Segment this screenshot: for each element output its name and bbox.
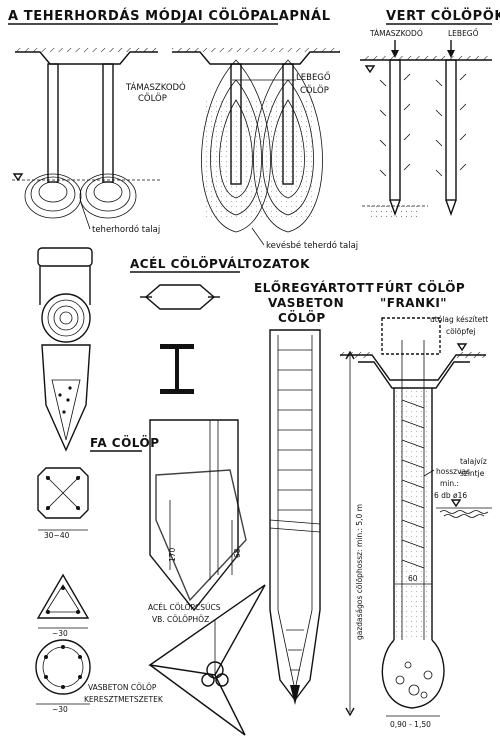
dim-triangle: ~30 [52,629,68,638]
precast-title-1: ELŐREGYÁRTOTT [254,280,374,295]
leader-bearing [79,199,91,230]
rebar-label-3: 6 db ø16 [434,491,467,500]
economic-length-label: gazdaságos cölöphossz: min.: 5,0 m [355,504,364,640]
precast-title-2: VASBETON [268,296,344,310]
bored-pile-dims [345,350,440,717]
rc-section-label-1: VASBETON CÖLÖP [88,683,157,692]
timber-pile-shoe [41,344,91,452]
end-bearing-pile-2 [79,63,137,219]
dim-170: 170 [168,547,177,562]
support-pile-label: TÁMASZKODÓ [125,81,186,93]
timber-pile-head [37,247,93,305]
floating-pile-label-2: CÖLÖP [300,85,329,96]
bored-pile-shaft [393,340,433,640]
driven-ground [360,56,492,74]
rebar-label-2: min.: [440,479,459,488]
driven-support-label: TÁMASZKODÓ [369,29,423,38]
weaker-soil-label: kevésbé teherdó talaj [266,240,358,251]
support-pile-label-2: CÖLÖP [138,93,167,104]
steel-tip-label-1: ACÉL CÖLÖPCSÚCS [148,603,221,612]
bored-title-1: FÚRT CÖLÖP [376,280,465,295]
driven-support-pile [389,40,401,217]
rebar-label-1: hosszvas [436,467,470,476]
rc-square-section [37,467,89,519]
pile-cap-label-2: cölöpfej [446,327,475,336]
soil-texture-center [205,100,315,220]
steel-box-section [140,284,220,310]
end-bearing-pile-1 [24,63,82,219]
dim-circle: ~30 [52,705,68,714]
driven-friction-marks [362,73,467,220]
rc-circle-section [35,639,91,695]
bored-pile-bulb [381,639,445,709]
bored-title-2: "FRANKI" [380,296,447,310]
dim-68: 68 [233,548,242,558]
dim-square: 30~40 [44,531,70,540]
dim-60: 60 [408,574,418,583]
leader-rebar [423,469,435,477]
ground-surface-center [172,48,340,65]
rc-section-label-2: KERESZTMETSZETEK [84,695,164,704]
timber-pile-title: FA CÖLÖP [90,435,160,450]
rc-triangle-section [36,573,90,619]
groundwater-label-2: szintje [460,469,485,478]
precast-pile-body [269,329,321,705]
leader-weaker [251,227,265,246]
floating-pile-label: LEBEGŐ [296,72,331,83]
steel-tip-for-rc-pile [148,584,266,736]
driven-piles-title: VERT CÖLÖPÖK [386,8,500,24]
groundwater-label-1: talajvíz [460,457,487,466]
timber-tip-detail [149,419,247,612]
steel-h-section [160,344,194,394]
dim-bulb: 0,90 - 1,50 [390,720,431,729]
timber-pile-rings [41,293,91,343]
bearing-layer-line [12,173,160,182]
groundwater-level [436,499,492,518]
bearing-soil-label: teherhordó talaj [92,224,160,235]
ground-surface-left [15,48,158,65]
load-transfer-title: A TEHERHORDÁS MÓDJAI CÖLÖPALAPNÁL [8,8,331,24]
driven-floating-pile [445,40,457,217]
precast-title-3: CÖLÖP [278,310,326,325]
pile-cap-label-1: utólag készített [430,315,488,324]
driven-floating-label: LEBEGŐ [448,29,479,38]
steel-pile-title: ACÉL CÖLÖPVÁLTOZATOK [130,256,310,271]
steel-tip-label-2: VB. CÖLÖPHÖZ [152,615,209,624]
